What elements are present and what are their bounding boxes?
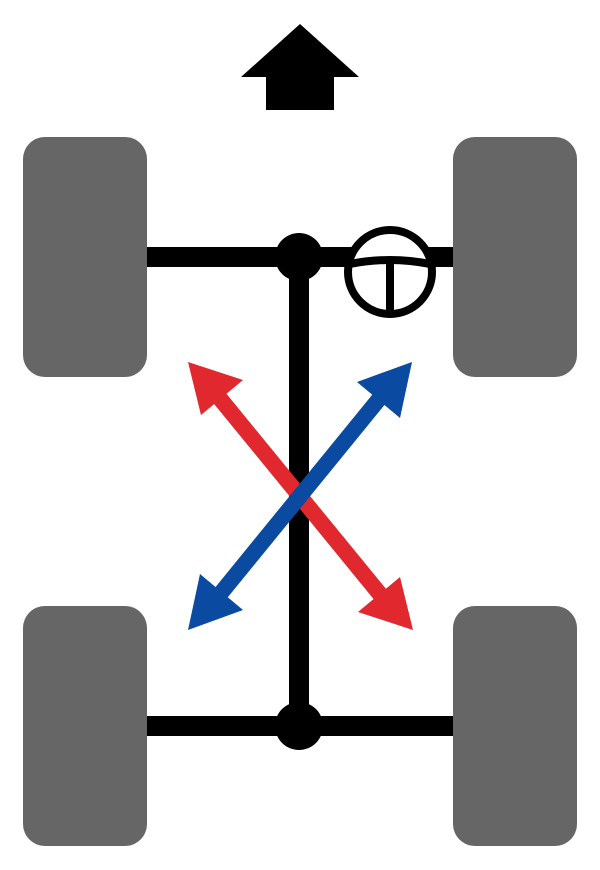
forward-arrow-icon (241, 24, 359, 110)
wheel-rear-right (453, 606, 577, 846)
blue-diagonal-arrow (188, 362, 412, 630)
rear-differential (275, 702, 323, 750)
steering-wheel-icon (344, 226, 436, 318)
wheel-front-right (453, 137, 577, 377)
wheel-rear-left (23, 606, 147, 846)
front-differential (275, 233, 323, 281)
wheel-front-left (23, 137, 147, 377)
